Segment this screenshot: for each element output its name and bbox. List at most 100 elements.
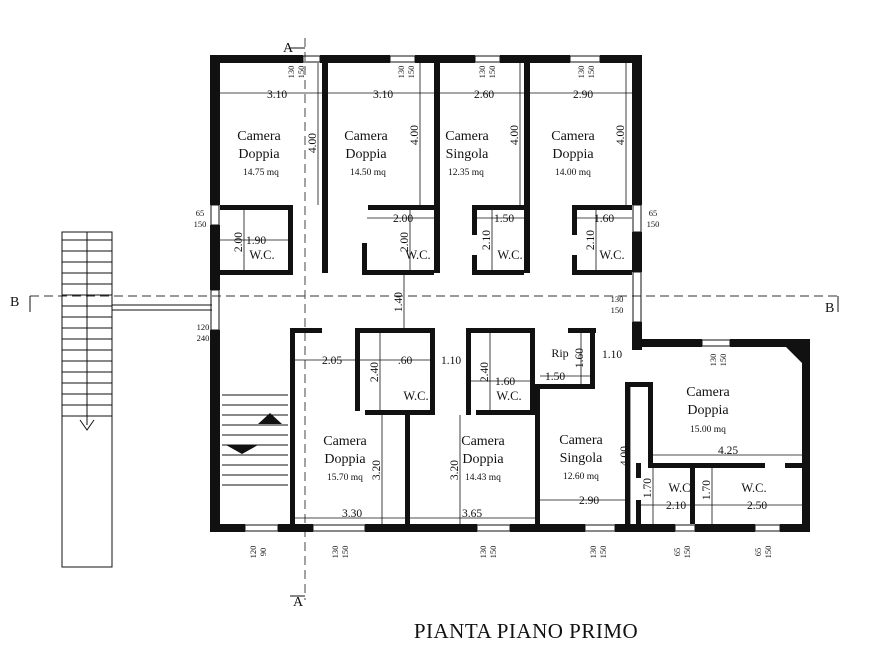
dim-text: 2.05 xyxy=(322,355,342,367)
dim-text: 2.50 xyxy=(747,500,767,512)
window-size: 150 xyxy=(487,66,497,79)
wc-label: W.C. xyxy=(496,389,521,403)
window-size: 130 xyxy=(576,66,586,79)
window-size: 90 xyxy=(258,548,268,557)
wc-label: W.C. xyxy=(405,248,430,262)
dim-text: 1.50 xyxy=(545,371,565,383)
room-name-line2: Doppia xyxy=(238,147,280,162)
room-name-line1: Camera xyxy=(461,434,505,449)
room-name-line2: Doppia xyxy=(462,452,504,467)
plan-title: PIANTA PIANO PRIMO xyxy=(414,619,638,643)
room-area: 14.50 mq xyxy=(350,168,386,178)
dim-text: 2.00 xyxy=(399,232,411,252)
dim-text: 2.00 xyxy=(233,232,245,252)
wc-label: W.C. xyxy=(668,481,693,495)
section-marker-a-top: A xyxy=(283,41,294,56)
room-name-line2: Doppia xyxy=(345,147,387,162)
window-size: 150 xyxy=(682,546,692,559)
dim-text: 3.65 xyxy=(462,508,482,520)
window-size: 65 xyxy=(196,208,205,218)
window-labels: 130 150 130 150 130 150 130 150 65 150 6… xyxy=(194,66,773,559)
wc-label: W.C. xyxy=(403,389,428,403)
window-size: 150 xyxy=(611,305,624,315)
window-size: 130 xyxy=(396,66,406,79)
room-area: 14.75 mq xyxy=(243,168,279,178)
room-area: 12.60 mq xyxy=(563,472,599,482)
dim-text: 3.30 xyxy=(342,508,362,520)
dim-text: 1.70 xyxy=(701,480,713,500)
room-name-line2: Doppia xyxy=(324,452,366,467)
dim-text: 2.40 xyxy=(479,362,491,382)
dim-text: 2.10 xyxy=(585,230,597,250)
window-size: 65 xyxy=(649,208,658,218)
external-staircase xyxy=(61,231,212,568)
interior-walls-upper xyxy=(220,63,632,275)
window-size: 130 xyxy=(611,294,624,304)
window-size: 150 xyxy=(647,219,660,229)
room-area: 15.70 mq xyxy=(327,473,363,483)
dim-text: 1.90 xyxy=(246,235,266,247)
interior-walls-lower xyxy=(290,328,802,524)
dimension-lines xyxy=(220,63,802,524)
window-size: 150 xyxy=(763,546,773,559)
window-size: 130 xyxy=(588,546,598,559)
dim-text: 1.70 xyxy=(642,478,654,498)
dim-text: 4.00 xyxy=(509,125,521,145)
room-name-line2: Singola xyxy=(560,451,604,466)
dim-text: 4.25 xyxy=(718,445,738,457)
window-size: 120 xyxy=(197,322,210,332)
dimension-labels: 3.10 3.10 2.60 2.90 4.00 4.00 4.00 4.00 … xyxy=(233,89,767,520)
room-name-line1: Camera xyxy=(551,129,595,144)
window-size: 150 xyxy=(488,546,498,559)
dim-text: 1.40 xyxy=(393,292,405,312)
window-size: 120 xyxy=(248,546,258,559)
dim-text: 4.00 xyxy=(409,125,421,145)
window-size: 150 xyxy=(340,546,350,559)
section-marker-b-left: B xyxy=(10,295,19,310)
room-name-line1: Camera xyxy=(445,129,489,144)
dim-text: .60 xyxy=(398,355,413,367)
dim-text: 4.00 xyxy=(615,125,627,145)
room-area: 15.00 mq xyxy=(690,425,726,435)
dim-text: 2.10 xyxy=(481,230,493,250)
room-area: 14.43 mq xyxy=(465,473,501,483)
dim-text: 3.10 xyxy=(373,89,393,101)
section-marker-b-right: B xyxy=(825,301,834,316)
window-size: 130 xyxy=(286,66,296,79)
room-name-line2: Doppia xyxy=(552,147,594,162)
room-name-line1: Camera xyxy=(323,434,367,449)
window-marks xyxy=(210,55,781,532)
dim-text: 1.10 xyxy=(441,355,461,367)
dim-text: 1.50 xyxy=(494,213,514,225)
dim-text: 4.00 xyxy=(619,446,631,466)
window-size: 130 xyxy=(708,354,718,367)
room-name-line2: Singola xyxy=(446,147,490,162)
window-size: 150 xyxy=(598,546,608,559)
section-marker-a-bottom: A xyxy=(293,595,304,610)
room-name-line2: Doppia xyxy=(687,403,729,418)
dim-text: 1.60 xyxy=(594,213,614,225)
wc-label: W.C. xyxy=(249,248,274,262)
rip-label: Rip xyxy=(551,346,568,360)
room-labels: Camera Doppia 14.75 mq Camera Doppia 14.… xyxy=(237,129,766,495)
wc-label: W.C. xyxy=(741,481,766,495)
dim-text: 1.60 xyxy=(495,376,515,388)
window-size: 130 xyxy=(478,546,488,559)
dim-text: 2.60 xyxy=(474,89,494,101)
window-size: 65 xyxy=(753,548,763,557)
section-lines xyxy=(29,38,839,600)
room-name-line1: Camera xyxy=(686,385,730,400)
dim-text: 1.10 xyxy=(602,349,622,361)
window-size: 150 xyxy=(406,66,416,79)
window-size: 150 xyxy=(296,66,306,79)
window-size: 240 xyxy=(197,333,210,343)
internal-staircase xyxy=(222,394,288,486)
room-name-line1: Camera xyxy=(559,433,603,448)
dim-text: 3.10 xyxy=(267,89,287,101)
window-size: 150 xyxy=(586,66,596,79)
window-size: 130 xyxy=(477,66,487,79)
room-name-line1: Camera xyxy=(237,129,281,144)
wc-label: W.C. xyxy=(599,248,624,262)
